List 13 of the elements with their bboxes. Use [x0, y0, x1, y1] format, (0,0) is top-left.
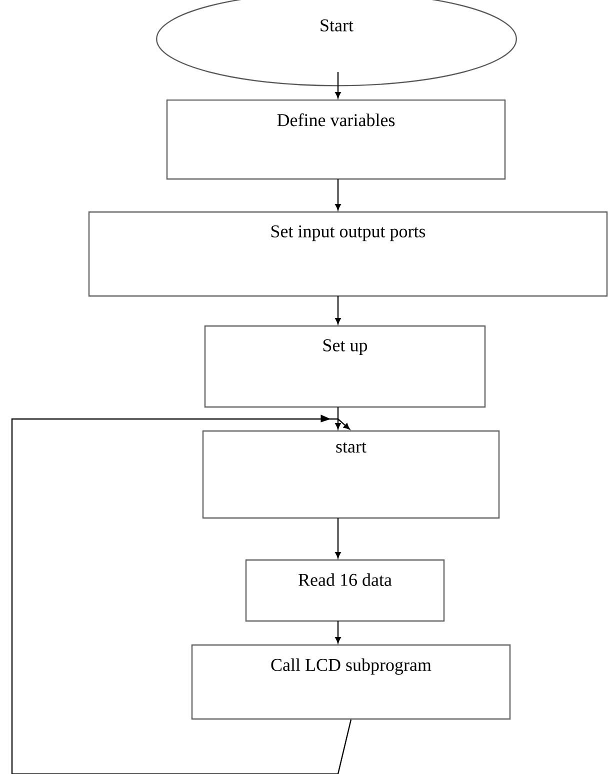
process-box: Read 16 data: [245, 559, 445, 622]
arrow: [335, 518, 341, 558]
arrow: [335, 72, 341, 98]
arrow: [335, 179, 341, 210]
process-box: Call LCD subprogram: [191, 644, 511, 720]
arrow: [335, 621, 341, 644]
arrow: [11, 414, 352, 774]
arrow: [335, 407, 341, 430]
process-box: start: [202, 430, 500, 519]
process-box: Set up: [204, 325, 486, 408]
process-box: Set input output ports: [88, 211, 608, 297]
process-box: Define variables: [166, 99, 506, 180]
arrow: [335, 296, 341, 324]
